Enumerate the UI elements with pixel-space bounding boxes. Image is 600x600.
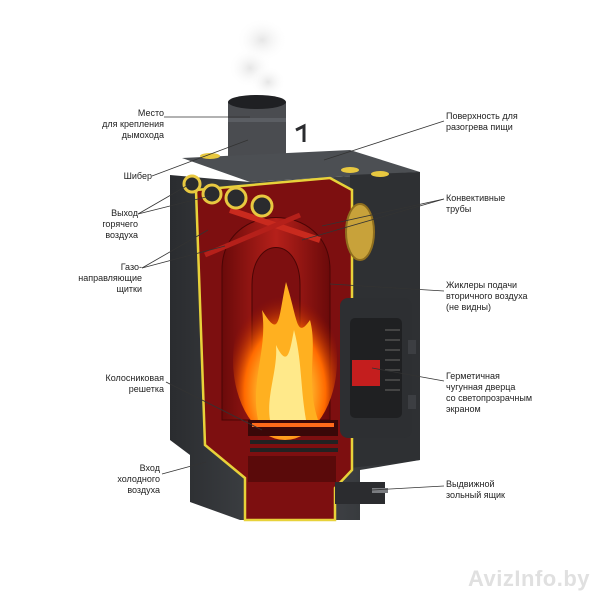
smoke	[228, 18, 288, 98]
fire	[233, 280, 337, 440]
hot-air-outlets	[182, 174, 274, 218]
leader-lines	[137, 116, 445, 491]
label-secondary-air-jets: Жиклеры подачи вторичного воздуха (не ви…	[446, 280, 528, 312]
label-cooking-surface: Поверхность для разогрева пищи	[446, 111, 518, 132]
label-convection-tubes: Конвективные трубы	[446, 193, 506, 214]
watermark: AvizInfo.by	[467, 566, 590, 591]
ash-drawer	[335, 482, 388, 504]
label-cold-air-inlet: Вход холодного воздуха	[117, 463, 160, 495]
label-ash-drawer: Выдвижной зольный ящик	[446, 479, 505, 500]
label-chimney-mount: Место для крепления дымохода	[102, 108, 164, 140]
brass-nameplate	[345, 203, 375, 261]
sealed-door	[340, 298, 416, 438]
top-yellow-vents	[200, 153, 389, 177]
label-gas-baffles: Газо- направляющие щитки	[78, 262, 142, 294]
chimney-pipe	[228, 95, 306, 162]
grate	[248, 420, 338, 482]
label-sealed-door: Герметичная чугунная дверца со светопроз…	[446, 371, 533, 414]
label-grate: Колосниковая решетка	[105, 373, 164, 394]
label-hot-air-outlet: Выход горячего воздуха	[102, 208, 138, 240]
label-damper: Шибер	[123, 171, 152, 181]
